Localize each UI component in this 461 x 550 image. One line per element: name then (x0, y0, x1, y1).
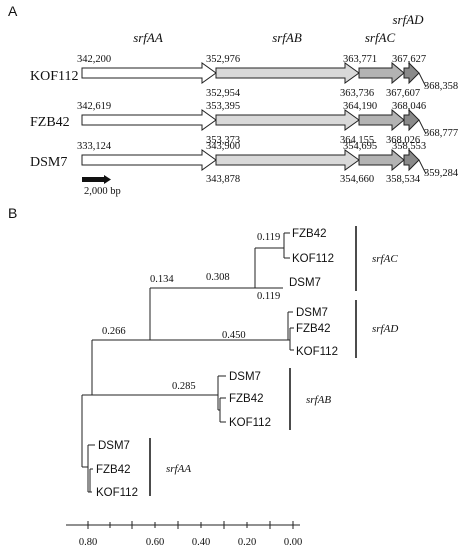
position-srfad-end: 368,358 (424, 81, 458, 92)
position-srfad-end: 359,284 (424, 168, 459, 179)
leaf-label: DSM7 (98, 440, 130, 452)
position-srfac-start: 363,771 (343, 54, 377, 65)
gene-label-srfac: srfAC (365, 30, 396, 45)
leaf-label: KOF112 (96, 487, 138, 499)
panel-b-label: B (8, 205, 17, 221)
clade-label-srfad: srfAD (372, 323, 398, 335)
leaf-label: KOF112 (296, 346, 338, 358)
branch-value: 0.308 (206, 272, 230, 283)
scale-bar-label: 2,000 bp (84, 186, 121, 197)
gene-label-srfaa: srfAA (133, 30, 163, 45)
operon-row-dsm7: DSM7 333,124 343,900 354,695 358,553 343… (30, 141, 459, 185)
position-srfab-start: 352,976 (206, 54, 240, 65)
gene-arrow-srfaa (81, 62, 217, 84)
position-srfab-end: 364,155 (340, 135, 374, 146)
operon-row-fzb42: FZB42 342,619 353,395 364,190 368,046 35… (30, 101, 458, 146)
strain-label: DSM7 (30, 155, 67, 170)
branch-value: 0.266 (102, 326, 126, 337)
position-srfab-start: 343,900 (206, 141, 240, 152)
end-tick (418, 119, 427, 135)
clade-label-srfac: srfAC (372, 253, 398, 265)
axis-tick-label: 0.00 (284, 537, 302, 548)
axis-tick-label: 0.80 (79, 537, 97, 548)
leaf-label: FZB42 (96, 464, 131, 476)
position-srfad-start: 358,553 (392, 141, 426, 152)
scale-bar: 2,000 bp (82, 175, 121, 197)
scale-bar-arrowhead (104, 175, 111, 184)
gene-label-srfad: srfAD (392, 12, 424, 27)
strain-label: FZB42 (30, 115, 70, 130)
position-start: 333,124 (77, 141, 112, 152)
position-srfaa-end: 343,878 (206, 174, 240, 185)
panel-a-label: A (8, 3, 18, 19)
gene-arrow-srfab (215, 149, 360, 171)
position-srfac-start: 364,190 (343, 101, 377, 112)
branch-value: 0.119 (257, 232, 280, 243)
position-srfac-start: 354,695 (343, 141, 377, 152)
gene-arrow-srfac (358, 108, 405, 132)
position-srfab-start: 353,395 (206, 101, 240, 112)
distance-axis: 0.80 0.60 0.40 0.20 0.00 (66, 521, 302, 548)
position-srfad-start: 368,046 (392, 101, 426, 112)
axis-tick-label: 0.40 (192, 537, 210, 548)
position-srfac-end: 358,534 (386, 174, 421, 185)
branch-value: 0.285 (172, 381, 196, 392)
axis-tick-label: 0.60 (146, 537, 164, 548)
leaf-label: DSM7 (229, 371, 261, 383)
position-srfad-end: 368,777 (424, 128, 458, 139)
end-tick (418, 159, 427, 175)
gene-arrow-srfaa (81, 109, 217, 131)
leaf-label: FZB42 (292, 228, 327, 240)
position-srfaa-end: 352,954 (206, 88, 241, 99)
position-start: 342,200 (77, 54, 111, 65)
gene-label-srfab: srfAB (272, 30, 302, 45)
phylogenetic-tree (81, 232, 294, 493)
gene-arrow-srfad (403, 148, 420, 172)
gene-arrow-srfab (215, 62, 360, 84)
branch-value: 0.119 (257, 291, 280, 302)
leaf-label: DSM7 (289, 277, 321, 289)
position-srfac-end: 368,026 (386, 135, 420, 146)
position-srfac-end: 367,607 (386, 88, 420, 99)
leaf-label: DSM7 (296, 307, 328, 319)
branch-value: 0.134 (150, 274, 174, 285)
clade-label-srfab: srfAB (306, 394, 331, 406)
end-tick (418, 72, 427, 88)
position-start: 342,619 (77, 101, 111, 112)
position-srfab-end: 363,736 (340, 88, 374, 99)
leaf-label: KOF112 (229, 417, 271, 429)
gene-arrow-srfaa (81, 149, 217, 171)
strain-label: KOF112 (30, 69, 79, 84)
axis-tick-label: 0.20 (238, 537, 256, 548)
operon-row-kof112: KOF112 342,200 352,976 363,771 367,627 3… (30, 54, 458, 99)
clade-label-srfaa: srfAA (166, 463, 191, 475)
position-srfad-start: 367,627 (392, 54, 426, 65)
gene-arrow-srfac (358, 148, 405, 172)
branch-value: 0.450 (222, 330, 246, 341)
gene-arrow-srfad (403, 108, 420, 132)
scale-bar-line (82, 177, 104, 182)
leaf-label: FZB42 (229, 393, 264, 405)
gene-arrow-srfac (358, 61, 405, 85)
leaf-label: KOF112 (292, 253, 334, 265)
position-srfab-end: 354,660 (340, 174, 374, 185)
position-srfaa-end: 353,373 (206, 135, 240, 146)
gene-arrow-srfab (215, 109, 360, 131)
leaf-label: FZB42 (296, 323, 331, 335)
gene-arrow-srfad (403, 61, 420, 85)
